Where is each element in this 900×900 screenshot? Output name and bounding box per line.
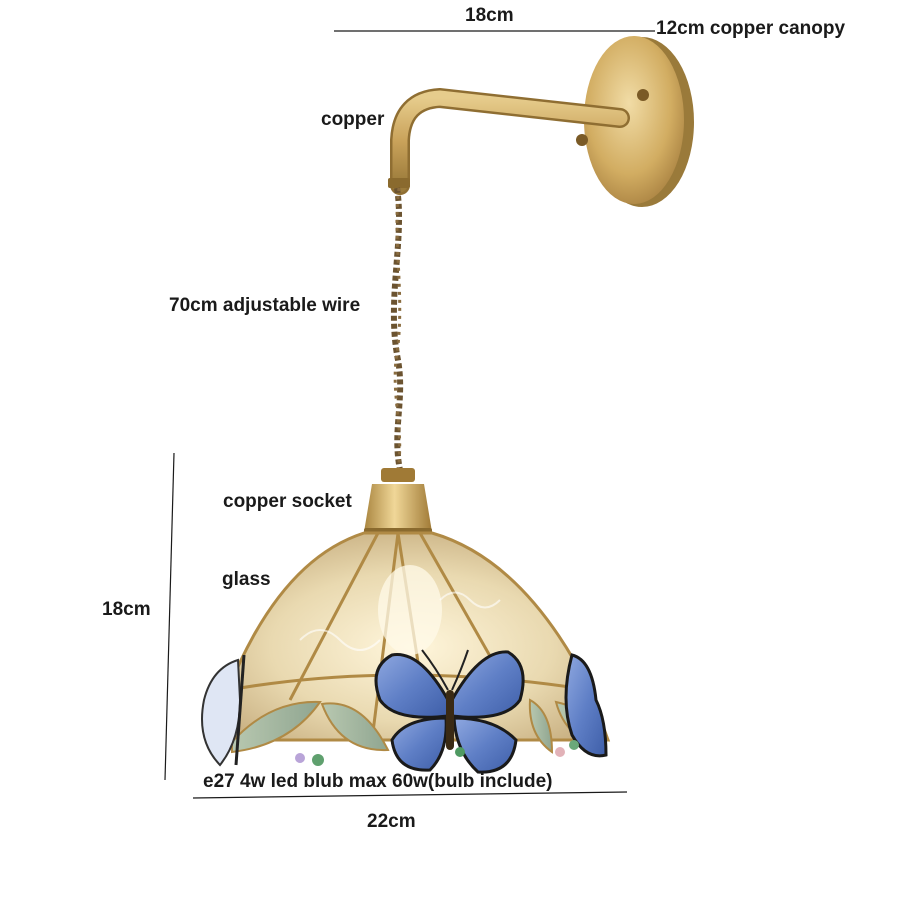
copper-canopy <box>576 36 694 207</box>
shade-width-label: 22cm <box>367 811 416 832</box>
top-width-label: 18cm <box>465 5 514 26</box>
copper-arm <box>388 87 630 195</box>
main-butterfly <box>374 649 525 774</box>
arm-label: copper <box>321 109 385 130</box>
shade-height-dimension-line <box>164 452 175 781</box>
shade-height-label: 18cm <box>102 599 151 620</box>
glass-beads <box>295 740 579 766</box>
shade-width-dimension-line <box>192 791 628 799</box>
shade-label: glass <box>222 569 271 590</box>
copper-socket <box>364 468 432 536</box>
wire-label: 70cm adjustable wire <box>169 295 361 316</box>
socket-label: copper socket <box>223 491 352 512</box>
adjustable-wire <box>390 187 404 471</box>
right-butterfly <box>564 653 608 758</box>
canopy-label: 12cm copper canopy <box>656 18 846 39</box>
left-butterfly <box>201 654 246 767</box>
bulb-label: e27 4w led blub max 60w(bulb include) <box>203 771 553 792</box>
